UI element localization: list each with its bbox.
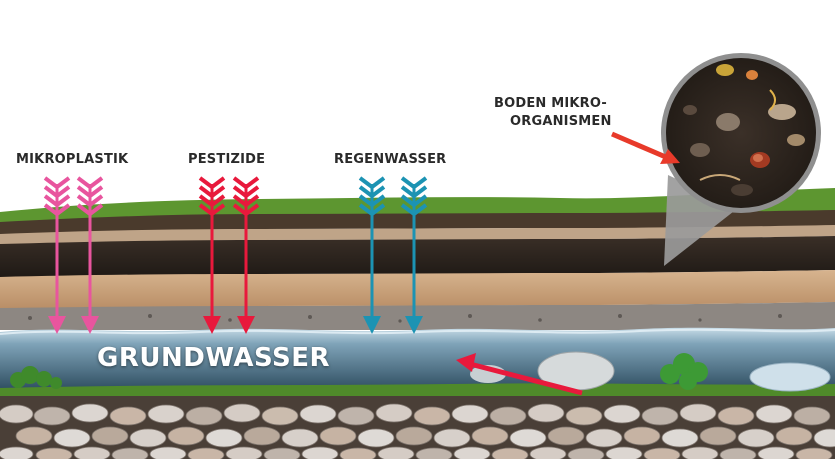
label-grundwasser: GRUNDWASSER [97,343,331,373]
label-pestizide: PESTIZIDE [188,152,266,167]
regenwasser-arrow-2 [400,176,428,334]
pestizide-arrow-1 [198,176,226,334]
micro-organisms-detail [683,64,805,196]
stone-bed [0,403,835,459]
pointer-arrow-organisms [611,131,680,164]
label-mikroplastik: MIKROPLASTIK [16,152,129,167]
infiltration-arrows [43,176,428,334]
moss-strip [0,383,835,396]
blue-rock [749,362,831,392]
label-organismen: ORGANISMEN [510,114,612,129]
topsoil-layer [0,210,835,235]
green-bush-left [10,366,62,389]
label-boden-mikro: BODEN MIKRO- [494,96,607,111]
green-bush-right [660,353,708,390]
label-regenwasser: REGENWASSER [334,152,447,167]
groundwater-layer [0,327,835,392]
mikroplastik-arrow-2 [76,176,104,334]
mikroplastik-arrow-1 [43,176,71,334]
pointer-arrow-groundwater [456,353,583,396]
regenwasser-arrow-1 [358,176,386,334]
pestizide-arrow-2 [232,176,260,334]
humus-layer [0,236,835,278]
gravel-specks [28,314,782,324]
magnifier-cone [664,175,738,266]
light-soil-band [0,225,835,245]
sand-layer [0,270,835,309]
water-surface-highlight [0,328,835,335]
magnifier-soil [666,58,816,208]
